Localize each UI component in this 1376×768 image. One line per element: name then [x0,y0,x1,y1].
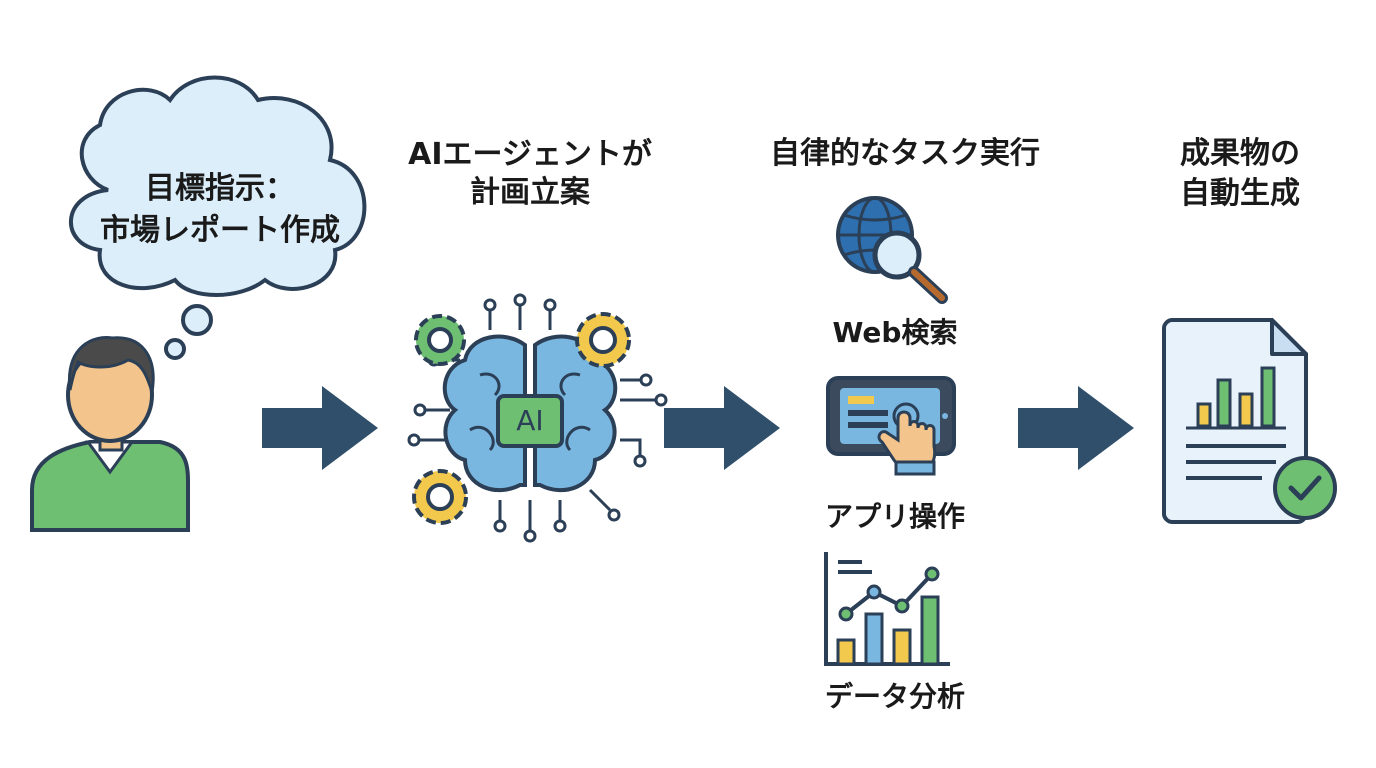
ai-plan-line-2: 計画立案 [470,175,590,210]
output-generation-label: 成果物の 自動生成 [1130,134,1350,214]
autonomous-execution-title: 自律的なタスク実行 [770,136,1040,171]
output-line-2: 自動生成 [1180,176,1300,211]
thought-bubble-small [164,338,186,360]
goal-line-1: 目標指示： [145,171,295,206]
goal-instruction-text: 目標指示： 市場レポート作成 [80,168,360,252]
task-data-analysis-label: データ分析 [824,680,965,713]
task-app-operation-label: アプリ操作 [824,500,965,533]
output-line-1: 成果物の [1180,136,1300,171]
gear-icon [575,312,631,368]
check-circle-icon [1273,456,1337,520]
thought-bubble-large [181,304,213,336]
ai-plan-label: AIエージェントが 計画立案 [370,136,690,212]
ai-plan-line-1: AIエージェントが [408,137,652,172]
gear-icon [412,469,468,525]
ai-chip-label: AI [516,404,544,437]
task-web-search-label: Web検索 [832,316,958,349]
goal-line-2: 市場レポート作成 [100,213,340,248]
gear-icon [414,314,466,366]
